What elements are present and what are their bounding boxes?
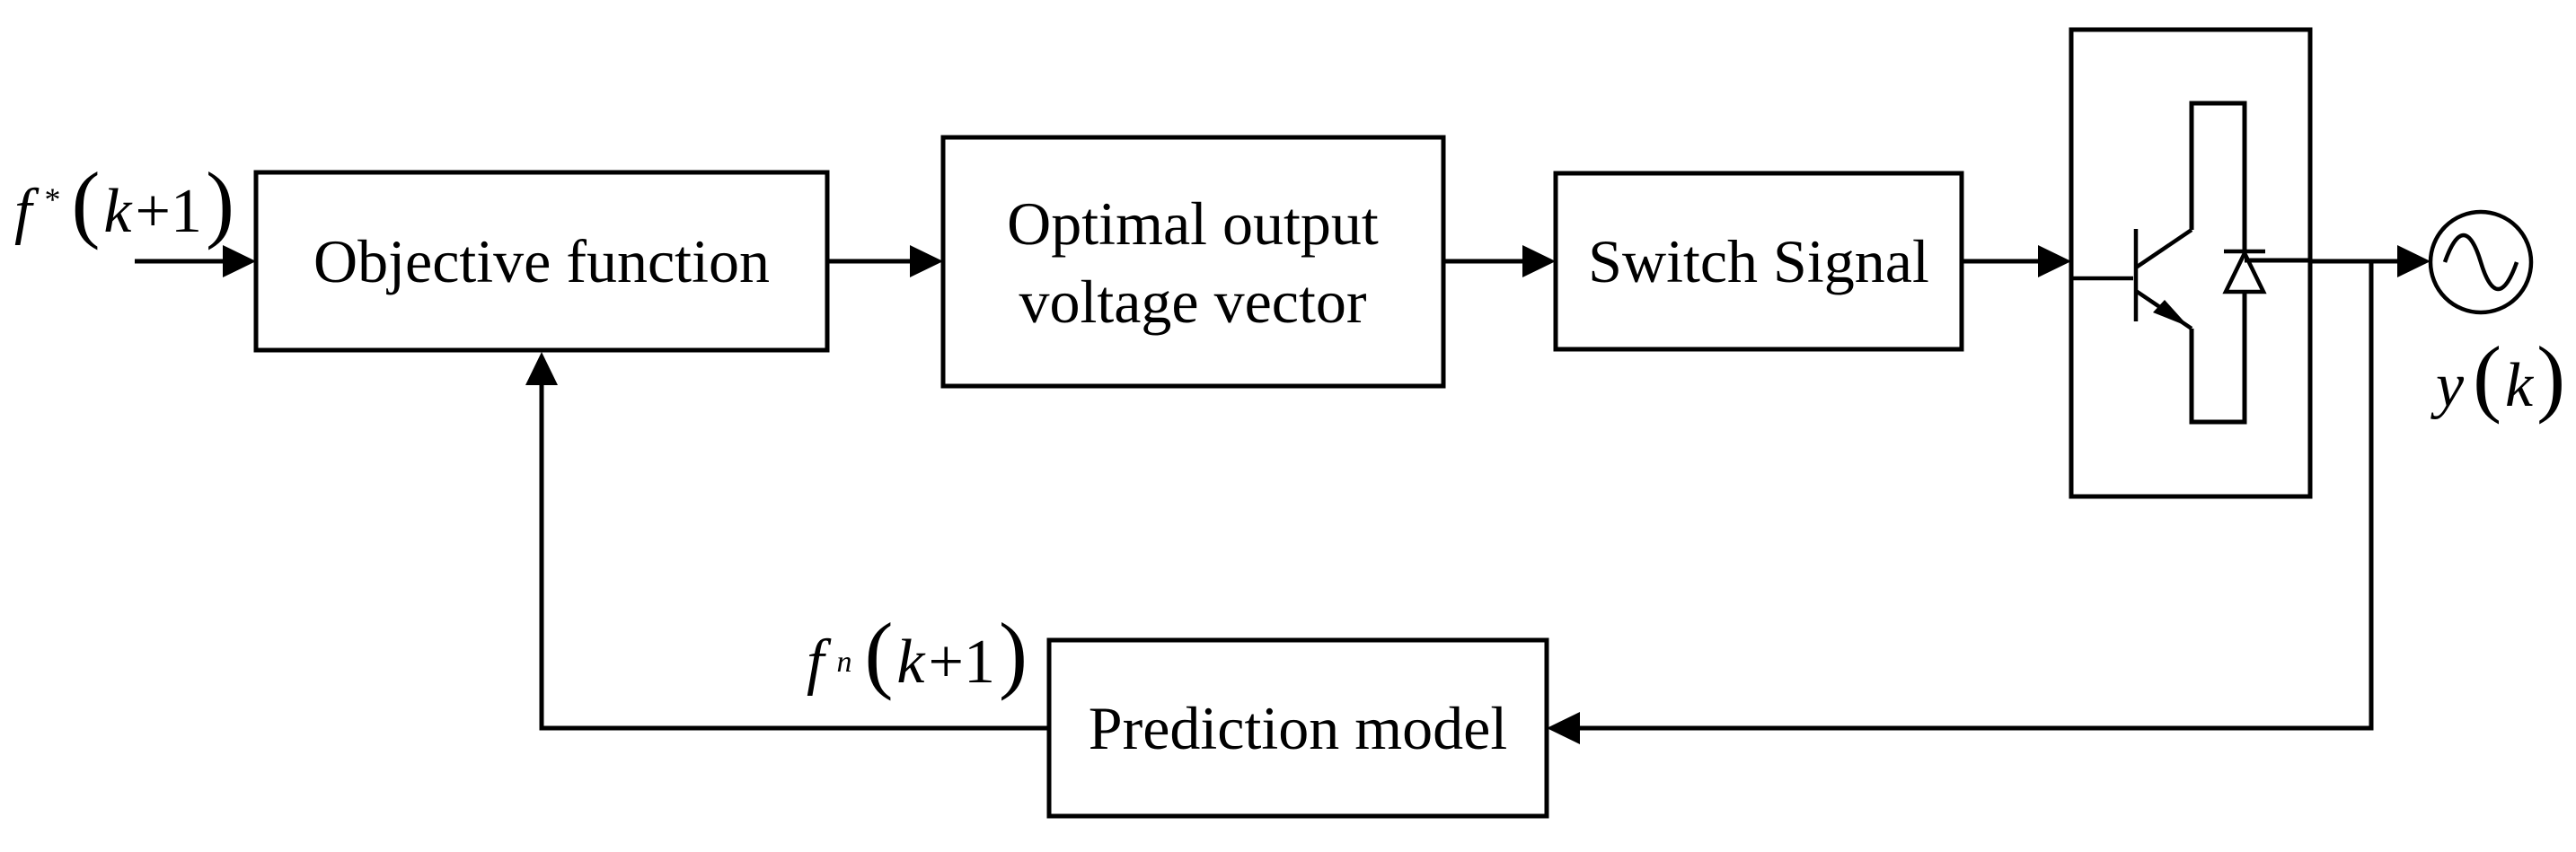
- prediction-model-label: Prediction model: [1089, 694, 1507, 762]
- predicted-arg: k: [896, 628, 926, 697]
- igbt-diode-switch-icon: [2069, 27, 2313, 499]
- reference-signal-label: f * ( k +1 ): [14, 154, 234, 250]
- predicted-signal-label: f n ( k +1 ): [807, 605, 1028, 701]
- objective-function-label: Objective function: [313, 227, 770, 295]
- arrow-head-icon: [1522, 245, 1556, 277]
- predicted-close-paren: ): [999, 605, 1028, 701]
- optimal-vector-label-line2: voltage vector: [1019, 268, 1366, 336]
- predicted-var: f: [807, 628, 832, 697]
- predicted-open-paren: (: [864, 605, 893, 701]
- reference-open-paren: (: [71, 154, 100, 250]
- predicted-superscript: n: [836, 646, 851, 679]
- signal-wires: [135, 245, 2430, 744]
- optimal-vector-label-line1: Optimal output: [1007, 189, 1379, 258]
- arrow-head-icon: [525, 352, 558, 385]
- output-close-paren: ): [2536, 329, 2565, 425]
- svg-text:f * ( k: f * ( k +1 ): [14, 154, 234, 250]
- output-open-paren: (: [2473, 329, 2501, 425]
- ac-source-icon: [2428, 209, 2534, 315]
- arrow-head-icon: [910, 245, 943, 277]
- switch-signal-label: Switch Signal: [1588, 227, 1929, 295]
- arrow-head-icon: [2038, 245, 2071, 277]
- arrow-head-icon: [1547, 712, 1580, 744]
- svg-text:f n ( k: f n ( k +1 ): [807, 605, 1028, 701]
- optimal-vector-block: Optimal output voltage vector: [940, 135, 1446, 389]
- output-arg: k: [2505, 351, 2535, 420]
- reference-close-paren: ): [206, 154, 234, 250]
- output-signal-label: y ( k ): [2430, 329, 2565, 425]
- reference-plus: +1: [136, 177, 202, 246]
- output-var: y: [2430, 351, 2465, 420]
- arrow-head-icon: [223, 245, 256, 277]
- predicted-plus: +1: [929, 628, 995, 697]
- reference-arg: k: [103, 177, 133, 246]
- svg-text:y ( k ): y ( k ): [2430, 329, 2565, 425]
- prediction-model-block: Prediction model: [1046, 637, 1549, 819]
- reference-var: f: [14, 177, 40, 246]
- arrow-head-icon: [2397, 245, 2430, 277]
- switch-signal-block: Switch Signal: [1553, 171, 1964, 352]
- reference-superscript: *: [44, 181, 60, 217]
- objective-function-block: Objective function: [253, 170, 830, 353]
